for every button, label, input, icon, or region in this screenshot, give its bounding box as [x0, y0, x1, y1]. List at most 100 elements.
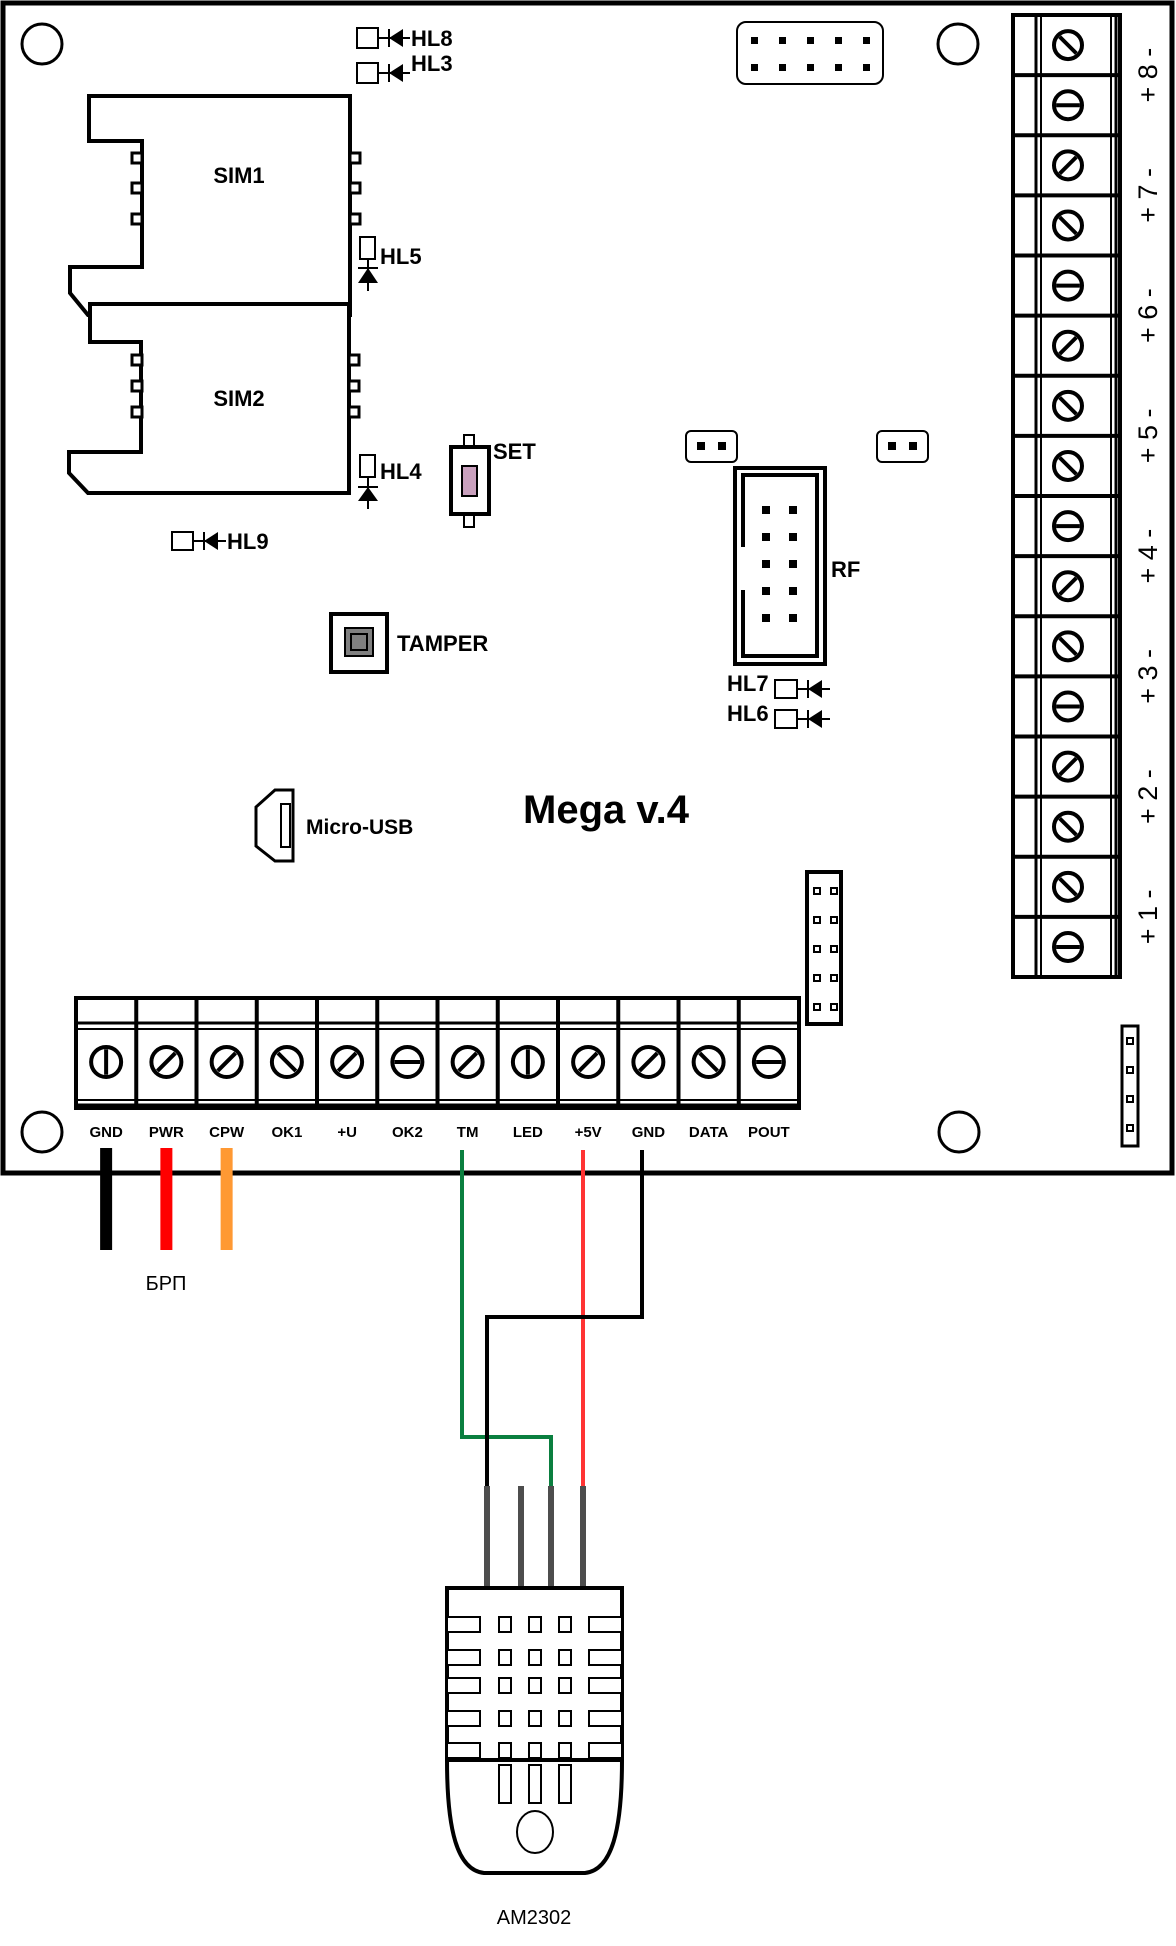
terminal-screw-gnd[interactable]	[89, 1045, 124, 1079]
connector-pin	[863, 64, 870, 71]
header-10pin-vertical	[805, 870, 843, 1026]
led-hl4: HL4	[358, 454, 422, 509]
sim1-slot: SIM1	[68, 94, 362, 317]
zone-terminal-screw[interactable]	[1052, 329, 1084, 362]
terminal-label: OK1	[271, 1124, 302, 1141]
terminal-screw-pout[interactable]	[751, 1045, 786, 1079]
zone-terminal-screw[interactable]	[1052, 870, 1084, 903]
connector-pin	[835, 64, 842, 71]
rf-connector: RF	[733, 466, 860, 666]
header-pin	[830, 1003, 838, 1011]
micro-usb-port[interactable]: Micro-USB	[254, 788, 413, 863]
sim2-slot: SIM2	[67, 302, 361, 495]
rf-pin	[762, 506, 770, 514]
sim1-label: SIM1	[213, 163, 264, 188]
header-pin	[813, 974, 821, 982]
terminal-screw-ok2[interactable]	[390, 1045, 425, 1079]
led-hl7-label: HL7	[727, 671, 769, 696]
terminal-screw-tm[interactable]	[450, 1045, 485, 1079]
zone-terminal-screw[interactable]	[1052, 149, 1084, 182]
zone-terminal-screw[interactable]	[1052, 570, 1084, 603]
zone-label: + 4 -	[1133, 529, 1163, 584]
header-pin	[813, 887, 821, 895]
sensor-wires	[460, 1150, 644, 1486]
terminal-screw-ok1[interactable]	[269, 1045, 304, 1079]
sim2-label: SIM2	[213, 386, 264, 411]
zone-label: + 6 -	[1133, 288, 1163, 343]
jumper-left[interactable]	[685, 430, 738, 463]
zone-label: + 8 -	[1133, 48, 1163, 103]
terminal-screw-pwr[interactable]	[149, 1045, 184, 1079]
zone-terminal-block: + 8 - + 7 - + 6 - + 5 - + 4 - + 3 - + 2 - + 1 -	[1011, 13, 1163, 979]
set-button-label: SET	[493, 439, 536, 464]
zone-terminal-screw[interactable]	[1052, 89, 1084, 122]
zone-terminal-screw[interactable]	[1052, 630, 1084, 663]
zone-label: + 3 -	[1133, 649, 1163, 704]
wire-gnd	[100, 1148, 113, 1250]
header-pin	[1126, 1124, 1134, 1132]
terminal-screw-data[interactable]	[691, 1045, 726, 1079]
sim1-led-label: HL5	[380, 244, 422, 269]
led-hl7: HL7	[727, 671, 830, 699]
connector-pin	[779, 64, 786, 71]
connector-pin	[863, 37, 870, 44]
terminal-label: +U	[337, 1124, 357, 1141]
rf-pin	[762, 533, 770, 541]
header-pin	[813, 945, 821, 953]
connector-pin	[779, 37, 786, 44]
zone-terminal-screw[interactable]	[1052, 510, 1084, 543]
zone-terminal-screw[interactable]	[1052, 449, 1084, 482]
rf-pin	[789, 614, 797, 622]
header-4pin	[1120, 1024, 1140, 1148]
terminal-screw-cpw[interactable]	[209, 1045, 244, 1079]
rf-pin	[789, 587, 797, 595]
set-button[interactable]: SET	[449, 434, 536, 528]
mounting-hole-top-left	[20, 22, 64, 66]
terminal-screw-led[interactable]	[510, 1045, 545, 1079]
tamper-switch[interactable]: TAMPER	[329, 612, 488, 674]
zone-terminal-screw[interactable]	[1052, 930, 1084, 963]
terminal-label: GND	[632, 1124, 666, 1141]
led-hl8-label: HL8	[411, 26, 453, 51]
rf-pin	[789, 533, 797, 541]
zone-label: + 1 -	[1133, 889, 1163, 944]
zone-terminal-screw[interactable]	[1052, 29, 1084, 62]
terminal-screw-gnd[interactable]	[631, 1045, 666, 1079]
sensor-label: AM2302	[497, 1907, 572, 1929]
zone-terminal-screw[interactable]	[1052, 810, 1084, 843]
mounting-hole-bottom-left	[20, 1110, 64, 1154]
led-hl3: HL3	[356, 51, 453, 84]
led-hl9-label: HL9	[227, 529, 269, 554]
led-hl6-label: HL6	[727, 701, 769, 726]
sensor-pin	[580, 1486, 586, 1588]
zone-terminal-screw[interactable]	[1052, 269, 1084, 302]
zone-terminal-screw[interactable]	[1052, 209, 1084, 242]
led-hl6: HL6	[727, 701, 830, 729]
rf-pin	[789, 560, 797, 568]
zone-label: + 7 -	[1133, 168, 1163, 223]
zone-terminal-screw[interactable]	[1052, 750, 1084, 783]
header-pin	[813, 1003, 821, 1011]
mounting-hole-top-right	[936, 22, 980, 66]
zone-label: + 5 -	[1133, 408, 1163, 463]
wire-gnd	[485, 1150, 644, 1486]
led-hl3-label: HL3	[411, 51, 453, 76]
terminal-screw-plus-u[interactable]	[330, 1045, 365, 1079]
sensor-pin	[548, 1486, 554, 1588]
tamper-label: TAMPER	[397, 631, 488, 656]
zone-terminal-screw[interactable]	[1052, 690, 1084, 723]
connector-pin	[807, 64, 814, 71]
terminal-label: OK2	[392, 1124, 423, 1141]
wire-pwr	[160, 1148, 173, 1250]
rf-pin	[762, 587, 770, 595]
terminal-label: DATA	[689, 1124, 729, 1141]
terminal-label: GND	[89, 1124, 123, 1141]
terminal-screw-plus-5v[interactable]	[571, 1045, 606, 1079]
zone-label: + 2 -	[1133, 769, 1163, 824]
jumper-right[interactable]	[876, 430, 929, 463]
zone-terminal-screw[interactable]	[1052, 389, 1084, 422]
connector-pin	[807, 37, 814, 44]
connector-pin	[835, 37, 842, 44]
rf-label: RF	[831, 557, 860, 582]
led-hl8: HL8	[356, 26, 453, 51]
